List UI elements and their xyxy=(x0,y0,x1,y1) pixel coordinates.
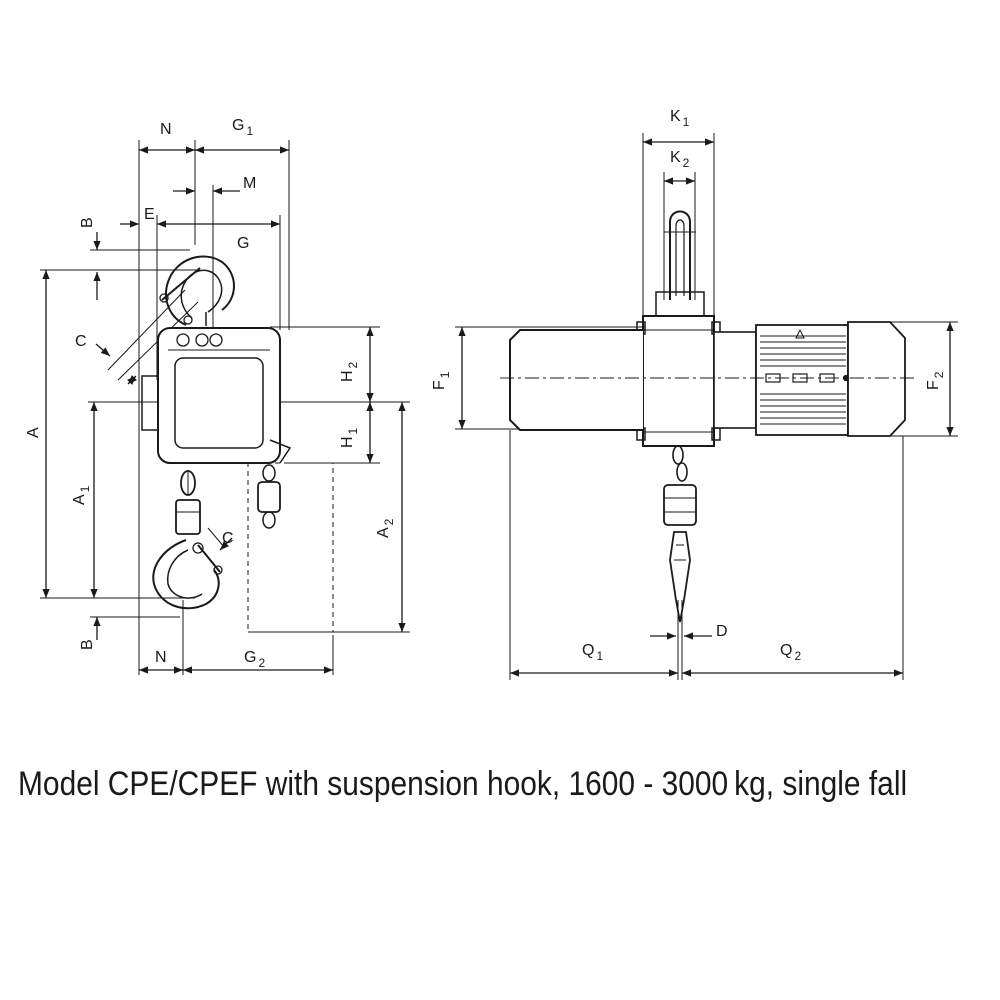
label-a: A xyxy=(25,427,42,438)
label-h1: H1 xyxy=(339,427,360,448)
label-a2: A2 xyxy=(375,518,396,538)
label-n-top: N xyxy=(160,121,172,138)
label-c-top: C xyxy=(75,333,87,350)
figure-caption: Model CPE/CPEF with suspension hook, 160… xyxy=(18,765,908,803)
label-a1: A1 xyxy=(71,485,92,505)
label-c-bottom: C xyxy=(222,530,234,547)
label-e: E xyxy=(144,206,155,223)
side-view xyxy=(40,140,410,675)
label-n-bottom: N xyxy=(155,649,167,666)
label-g: G xyxy=(237,235,249,252)
label-b-top: B xyxy=(79,217,96,228)
label-f2: F2 xyxy=(925,371,946,390)
label-f1: F1 xyxy=(431,371,452,390)
label-b-bottom: B xyxy=(79,639,96,650)
label-h2: H2 xyxy=(339,361,360,382)
front-view xyxy=(455,133,958,680)
label-d: D xyxy=(716,623,728,640)
label-m: M xyxy=(243,175,256,192)
